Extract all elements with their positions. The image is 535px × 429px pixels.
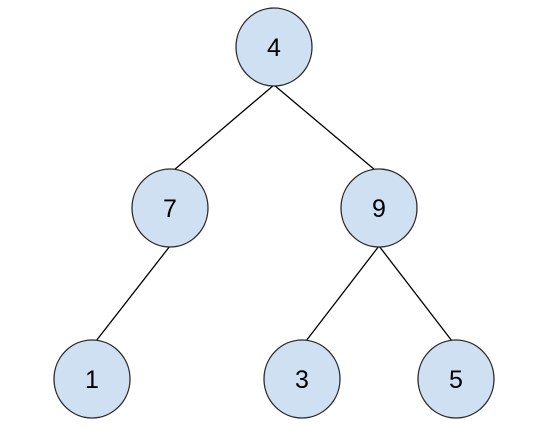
tree-edge-n4-n7 bbox=[173, 84, 275, 171]
node-circle bbox=[263, 339, 341, 419]
tree-edge-n9-n3 bbox=[305, 245, 380, 342]
tree-node-3: 3 bbox=[263, 339, 341, 419]
tree-edge-n9-n5 bbox=[378, 245, 453, 342]
tree-node-1: 1 bbox=[53, 339, 131, 419]
node-circle bbox=[131, 168, 209, 248]
node-label: 9 bbox=[372, 195, 386, 223]
tree-edges bbox=[95, 84, 453, 342]
node-circle bbox=[53, 339, 131, 419]
tree-node-5: 5 bbox=[417, 339, 495, 419]
node-circle bbox=[235, 7, 313, 87]
tree-edge-n4-n9 bbox=[273, 84, 376, 171]
tree-edge-n7-n1 bbox=[95, 245, 171, 342]
node-label: 4 bbox=[267, 34, 281, 62]
tree-node-4: 4 bbox=[235, 7, 313, 87]
node-label: 7 bbox=[163, 195, 177, 223]
node-label: 1 bbox=[85, 366, 99, 394]
node-circle bbox=[340, 168, 418, 248]
tree-node-7: 7 bbox=[131, 168, 209, 248]
node-label: 5 bbox=[449, 366, 463, 394]
tree-node-9: 9 bbox=[340, 168, 418, 248]
tree-nodes: 4 7 9 1 3 5 bbox=[53, 7, 495, 419]
node-circle bbox=[417, 339, 495, 419]
node-label: 3 bbox=[295, 366, 309, 394]
